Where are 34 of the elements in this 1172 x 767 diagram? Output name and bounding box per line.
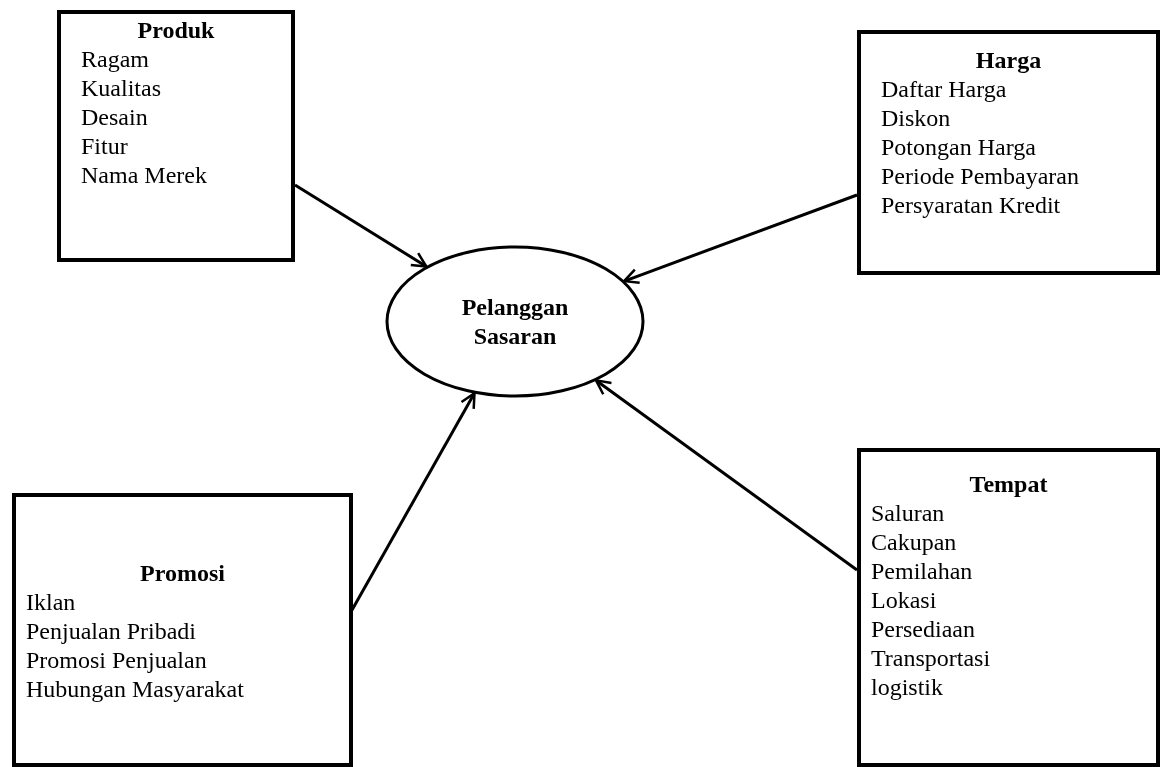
list-item: Persyaratan Kredit [881, 191, 1062, 220]
list-item: Fitur [81, 132, 129, 161]
list-item: logistik [871, 673, 944, 702]
text-box [57, 10, 295, 262]
list-item: Ragam [81, 45, 150, 74]
ellipse-node [385, 245, 645, 398]
list-item: Diskon [881, 104, 952, 133]
box-heading: Harga [974, 46, 1043, 75]
node-title: Pelanggan Sasaran [460, 292, 570, 351]
list-item: Kualitas [81, 74, 162, 103]
list-item: Penjualan Pribadi [26, 617, 197, 646]
list-item: Promosi Penjualan [26, 646, 208, 675]
box-heading: Promosi [139, 559, 226, 588]
list-item: Transportasi [871, 644, 992, 673]
text-box [12, 493, 353, 767]
list-item: Hubungan Masyarakat [26, 675, 245, 704]
text-box [857, 448, 1160, 767]
list-item: Lokasi [871, 586, 938, 615]
text-box [857, 30, 1160, 275]
box-heading: Produk [136, 16, 216, 45]
list-item: Daftar Harga [881, 75, 1008, 104]
list-item: Nama Merek [81, 161, 208, 190]
list-item: Potongan Harga [881, 133, 1037, 162]
arrow [622, 193, 858, 285]
list-item: Periode Pembayaran [881, 162, 1080, 191]
list-item: Iklan [26, 588, 77, 617]
list-item: Persediaan [871, 615, 976, 644]
box-heading: Tempat [968, 470, 1049, 499]
arrow [594, 379, 858, 572]
arrow [294, 183, 428, 268]
list-item: Cakupan [871, 528, 958, 557]
list-item: Pemilahan [871, 557, 974, 586]
list-item: Saluran [871, 499, 946, 528]
list-item: Desain [81, 103, 149, 132]
